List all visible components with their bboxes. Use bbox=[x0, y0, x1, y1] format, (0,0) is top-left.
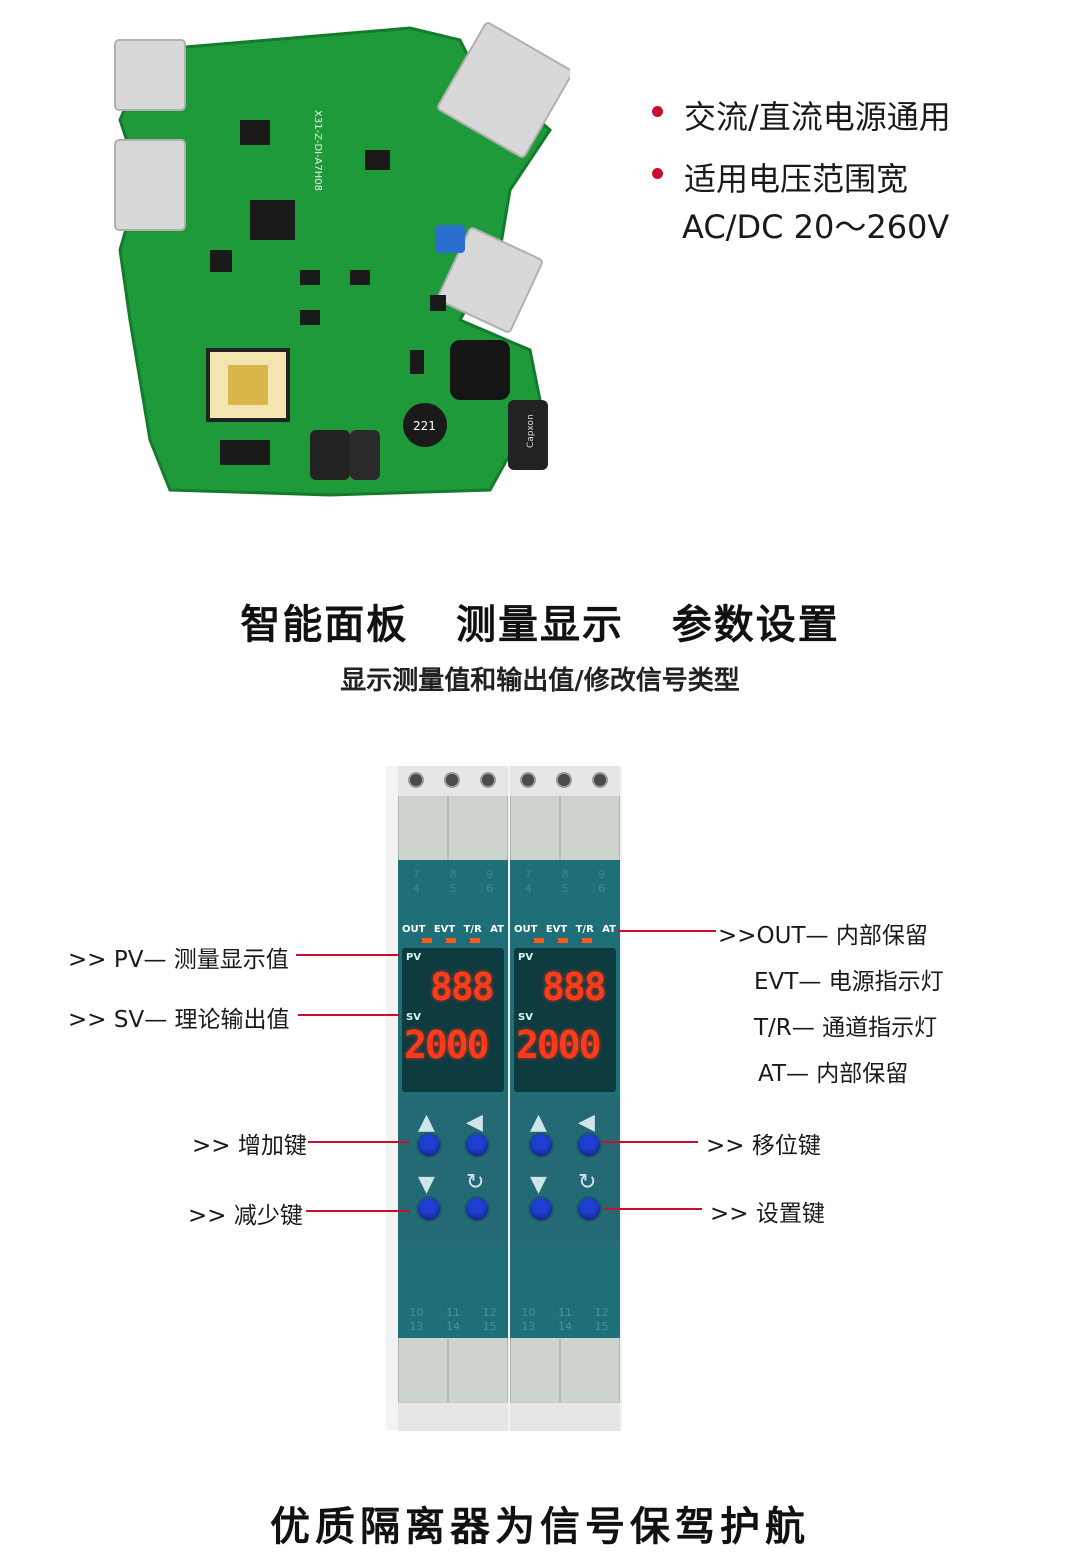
led-display: PV 888 SV 2000 bbox=[402, 948, 504, 1092]
terminal-cap-top bbox=[510, 796, 620, 860]
callout-line bbox=[306, 1210, 410, 1212]
terminal-block-top bbox=[510, 766, 620, 797]
screw-icon bbox=[408, 772, 424, 788]
up-button[interactable] bbox=[530, 1134, 552, 1156]
up-button[interactable] bbox=[418, 1134, 440, 1156]
pv-label: PV bbox=[518, 952, 534, 963]
callout-line bbox=[298, 1014, 400, 1016]
at-led-icon bbox=[470, 938, 480, 943]
callout-pv: >> PV— 测量显示值 bbox=[68, 947, 289, 973]
tr-led-icon bbox=[558, 938, 568, 943]
screw-icon bbox=[556, 772, 572, 788]
sv-readout: 2000 bbox=[516, 1023, 602, 1067]
set-button[interactable] bbox=[466, 1198, 488, 1220]
callout-tr: T/R— 通道指示灯 bbox=[754, 1015, 938, 1041]
terminal-block-top bbox=[398, 766, 508, 797]
callout-evt: EVT— 电源指示灯 bbox=[754, 969, 944, 995]
callout-at: AT— 内部保留 bbox=[758, 1061, 909, 1087]
sv-readout: 2000 bbox=[404, 1023, 490, 1067]
keypad: ▲ ◀ ▼ ↻ bbox=[510, 1096, 620, 1246]
callout-line bbox=[308, 1141, 410, 1143]
svg-text:Capxon: Capxon bbox=[526, 414, 536, 448]
left-arrow-icon: ◀ bbox=[466, 1110, 483, 1135]
up-arrow-icon: ▲ bbox=[530, 1110, 547, 1135]
screw-icon bbox=[444, 772, 460, 788]
sv-label: SV bbox=[518, 1012, 533, 1023]
down-arrow-icon: ▼ bbox=[418, 1172, 435, 1197]
footer-slogan: 优质隔离器为信号保驾护航 bbox=[270, 1504, 810, 1550]
callout-line bbox=[618, 930, 716, 932]
terminal-cap-top bbox=[398, 796, 508, 860]
section-title: 智能面板 测量显示 参数设置 bbox=[240, 602, 840, 648]
keypad: ▲ ◀ ▼ ↻ bbox=[398, 1096, 508, 1246]
callout-down-key: >> 减少键 bbox=[188, 1203, 303, 1229]
screw-icon bbox=[480, 772, 496, 788]
terminal-cap-bottom bbox=[510, 1338, 620, 1402]
led-display: PV 888 SV 2000 bbox=[514, 948, 616, 1092]
callout-line bbox=[604, 1208, 702, 1210]
bullet-dot bbox=[652, 106, 663, 117]
down-button[interactable] bbox=[418, 1198, 440, 1220]
evt-led-icon bbox=[422, 938, 432, 943]
pcb-board-image: 221 Capxon X31-Z-DI-A7H08 bbox=[110, 20, 573, 500]
shift-button[interactable] bbox=[466, 1134, 488, 1156]
bullet-dot bbox=[652, 168, 663, 179]
evt-led-icon bbox=[534, 938, 544, 943]
terminal-block-bottom bbox=[398, 1402, 508, 1431]
callout-out: >>OUT— 内部保留 bbox=[718, 923, 928, 949]
set-button[interactable] bbox=[578, 1198, 600, 1220]
callout-set-key: >> 设置键 bbox=[710, 1201, 825, 1227]
up-arrow-icon: ▲ bbox=[418, 1110, 435, 1135]
svg-text:221: 221 bbox=[413, 419, 436, 433]
pv-readout: 888 bbox=[430, 965, 495, 1009]
feature-text: 适用电压范围宽 bbox=[684, 160, 909, 198]
sv-label: SV bbox=[406, 1012, 421, 1023]
down-arrow-icon: ▼ bbox=[530, 1172, 547, 1197]
svg-text:X31-Z-DI-A7H08: X31-Z-DI-A7H08 bbox=[312, 110, 323, 191]
callout-shift-key: >> 移位键 bbox=[706, 1133, 821, 1159]
left-arrow-icon: ◀ bbox=[578, 1110, 595, 1135]
section-subtitle: 显示测量值和输出值/修改信号类型 bbox=[340, 666, 740, 696]
terminal-cap-bottom bbox=[398, 1338, 508, 1402]
terminal-block-bottom bbox=[510, 1402, 620, 1431]
refresh-icon: ↻ bbox=[578, 1170, 597, 1195]
feature-text-voltage: AC/DC 20～260V bbox=[682, 208, 950, 246]
screw-icon bbox=[592, 772, 608, 788]
at-led-icon bbox=[582, 938, 592, 943]
down-button[interactable] bbox=[530, 1198, 552, 1220]
pv-readout: 888 bbox=[542, 965, 607, 1009]
callout-line bbox=[602, 1141, 698, 1143]
pv-label: PV bbox=[406, 952, 422, 963]
callout-sv: >> SV— 理论输出值 bbox=[68, 1007, 290, 1033]
refresh-icon: ↻ bbox=[466, 1170, 485, 1195]
feature-item-voltage: AC/DC 20～260V bbox=[682, 202, 949, 248]
tr-led-icon bbox=[446, 938, 456, 943]
feature-text: 交流/直流电源通用 bbox=[684, 98, 951, 136]
shift-button[interactable] bbox=[578, 1134, 600, 1156]
callout-up-key: >> 增加键 bbox=[192, 1133, 307, 1159]
callout-line bbox=[296, 954, 400, 956]
screw-icon bbox=[520, 772, 536, 788]
